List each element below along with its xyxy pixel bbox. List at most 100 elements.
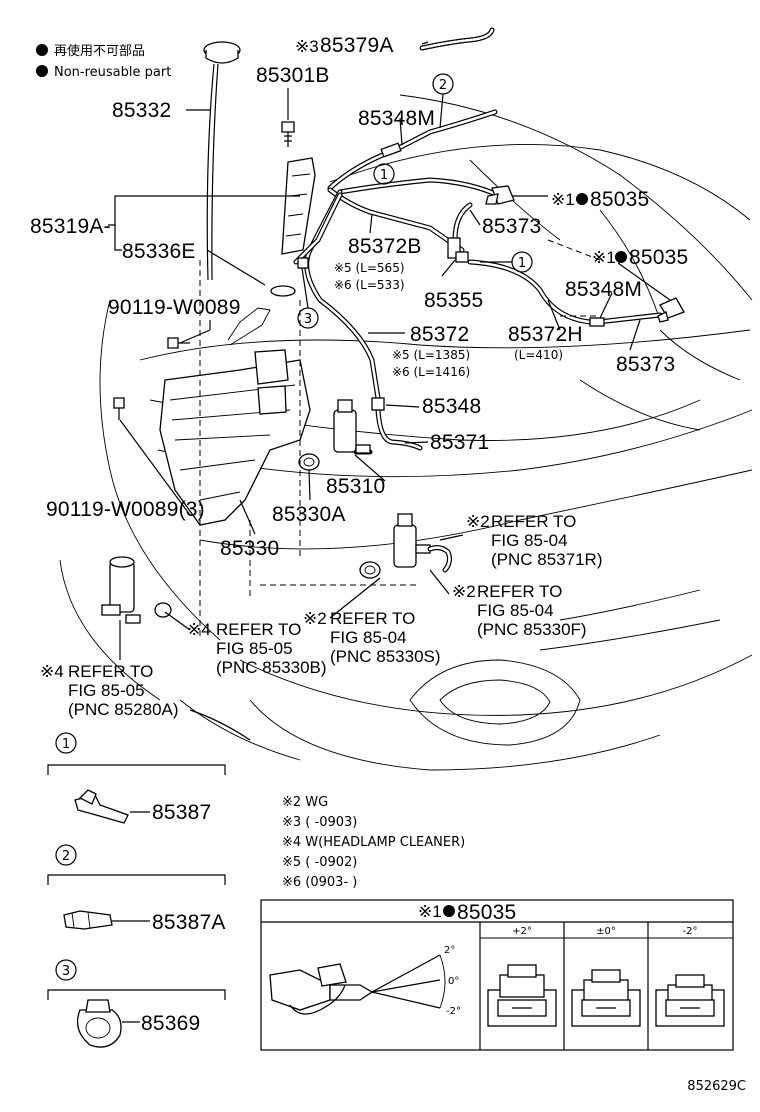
label-85035-top: 85035: [590, 188, 649, 211]
label-85348M-mid: 85348M: [565, 278, 642, 301]
washer-tank: [159, 307, 311, 526]
label-85387: 85387: [152, 801, 211, 824]
svg-text:(PNC 85280A): (PNC 85280A): [68, 700, 179, 719]
hose-routing: [293, 109, 663, 455]
svg-text:REFER TO: REFER TO: [216, 620, 301, 639]
svg-text:FIG 85-04: FIG 85-04: [330, 628, 407, 647]
svg-text:85035: 85035: [457, 901, 516, 924]
svg-text:※2: ※2: [466, 512, 490, 531]
svg-text:FIG 85-05: FIG 85-05: [216, 639, 293, 658]
label-85348: 85348: [422, 395, 481, 418]
label-85372: 85372: [410, 323, 469, 346]
length-85372-5: ※5 (L=1385): [392, 348, 470, 362]
legend-en: Non-reusable part: [54, 65, 171, 80]
callout-3: 3: [297, 267, 319, 329]
dashed-guides: [199, 239, 601, 640]
washer-pump-85310: [298, 399, 371, 471]
non-reusable-bullet-icon: [36, 44, 48, 56]
label-85035-mid: 85035: [629, 246, 688, 269]
svg-text:2°: 2°: [444, 945, 455, 956]
mark-1b: ※1: [592, 248, 616, 267]
hose-connectors: [297, 142, 605, 411]
svg-text:3: 3: [62, 964, 70, 979]
length-85372B-6: ※6 (L=533): [334, 278, 405, 292]
refer-85330F: ※2 REFER TO FIG 85-04 (PNC 85330F): [452, 582, 587, 639]
bolt-85301B: [281, 121, 295, 147]
leader-lines: [108, 41, 671, 660]
svg-text:※5 ( -0902): ※5 ( -0902): [282, 855, 357, 870]
svg-text:1: 1: [380, 168, 388, 183]
svg-text:※4: ※4: [187, 620, 211, 639]
svg-text:FIG 85-04: FIG 85-04: [491, 531, 568, 550]
label-85372B: 85372B: [348, 235, 422, 258]
svg-text:FIG 85-05: FIG 85-05: [68, 681, 145, 700]
part-labels: ※3 85379A 85301B 85332 85348M ※1 85035 8…: [30, 34, 688, 560]
filler-pipe: [203, 41, 241, 281]
svg-text:※1: ※1: [418, 902, 442, 921]
svg-text:0°: 0°: [448, 976, 459, 987]
filler-neck: [270, 157, 316, 297]
svg-text:※2 WG: ※2 WG: [282, 795, 328, 810]
label-85369: 85369: [141, 1012, 200, 1035]
hose-85379A: [419, 27, 495, 51]
washer-nozzle-top: [485, 185, 515, 205]
svg-text:※6 (0903- ): ※6 (0903- ): [282, 875, 357, 890]
nozzle-front-minus: [655, 974, 725, 1027]
svg-text:※4: ※4: [40, 662, 64, 681]
svg-text:※3 ( -0903): ※3 ( -0903): [282, 815, 357, 830]
non-reusable-bullet-icon: [615, 251, 627, 263]
washer-nozzle-right: [657, 297, 685, 323]
svg-text:REFER TO: REFER TO: [491, 512, 576, 531]
length-85372-6: ※6 (L=1416): [392, 365, 470, 379]
callout-1a: 1: [373, 163, 395, 185]
label-85373-top: 85373: [482, 215, 541, 238]
clamp-key-2: 2 85387A: [47, 844, 226, 934]
svg-text:2: 2: [439, 78, 447, 93]
svg-text:1: 1: [62, 737, 70, 752]
headlamp-outline: [409, 589, 721, 746]
length-85372B-5: ※5 (L=565): [334, 261, 405, 275]
bolt-90119-bottom: [113, 397, 125, 420]
svg-text:※2: ※2: [303, 609, 327, 628]
label-85372H: 85372H: [508, 323, 583, 346]
svg-text:-2°: -2°: [683, 926, 698, 937]
refer-85371R: ※2 REFER TO FIG 85-04 (PNC 85371R): [466, 512, 603, 569]
vehicle-body-outline: [59, 94, 753, 771]
svg-text:REFER TO: REFER TO: [477, 582, 562, 601]
svg-text:(PNC 85330B): (PNC 85330B): [216, 658, 327, 677]
label-85336E: 85336E: [122, 240, 196, 263]
footnotes: ※2 WG ※3 ( -0903) ※4 W(HEADLAMP CLEANER)…: [282, 795, 465, 890]
svg-text:REFER TO: REFER TO: [330, 609, 415, 628]
nozzle-front-zero: [571, 969, 641, 1027]
legend-jp: 再使用不可部品: [54, 43, 145, 59]
svg-text:±0°: ±0°: [596, 926, 616, 937]
figure-id: 852629C: [687, 1079, 746, 1094]
svg-text:(PNC 85371R): (PNC 85371R): [491, 550, 603, 569]
label-85387A: 85387A: [152, 911, 226, 934]
refer-85330B: ※4 REFER TO FIG 85-05 (PNC 85330B): [187, 620, 327, 677]
label-90119-bottom: 90119-W0089(3): [46, 498, 205, 521]
refer-85280A: ※4 REFER TO FIG 85-05 (PNC 85280A): [40, 662, 251, 741]
mark-1a: ※1: [551, 190, 575, 209]
label-85319A: 85319A-: [30, 215, 111, 238]
non-reusable-bullet-icon: [576, 193, 588, 205]
legend: 再使用不可部品 Non-reusable part: [36, 43, 171, 80]
headlamp-cleaner-pump: [101, 556, 172, 624]
nozzle-angle-box: ※1 85035 +2° ±0° -2° 2° 0° -2°: [260, 899, 734, 1051]
svg-text:+2°: +2°: [512, 926, 532, 937]
non-reusable-bullet-icon: [443, 905, 455, 917]
callout-2: 2: [432, 73, 454, 129]
svg-text:※2: ※2: [452, 582, 476, 601]
label-85310: 85310: [326, 475, 385, 498]
svg-text:-2°: -2°: [446, 1006, 461, 1017]
label-85379A: 85379A: [320, 34, 394, 57]
svg-text:3: 3: [304, 312, 312, 327]
svg-text:(PNC 85330F): (PNC 85330F): [477, 620, 587, 639]
label-90119-top: 90119-W0089: [108, 296, 241, 319]
svg-text:※4 W(HEADLAMP CLEANER): ※4 W(HEADLAMP CLEANER): [282, 835, 465, 850]
non-reusable-bullet-icon: [36, 65, 48, 77]
label-85373-mid: 85373: [616, 353, 675, 376]
svg-text:1: 1: [518, 256, 526, 271]
svg-text:REFER TO: REFER TO: [68, 662, 153, 681]
